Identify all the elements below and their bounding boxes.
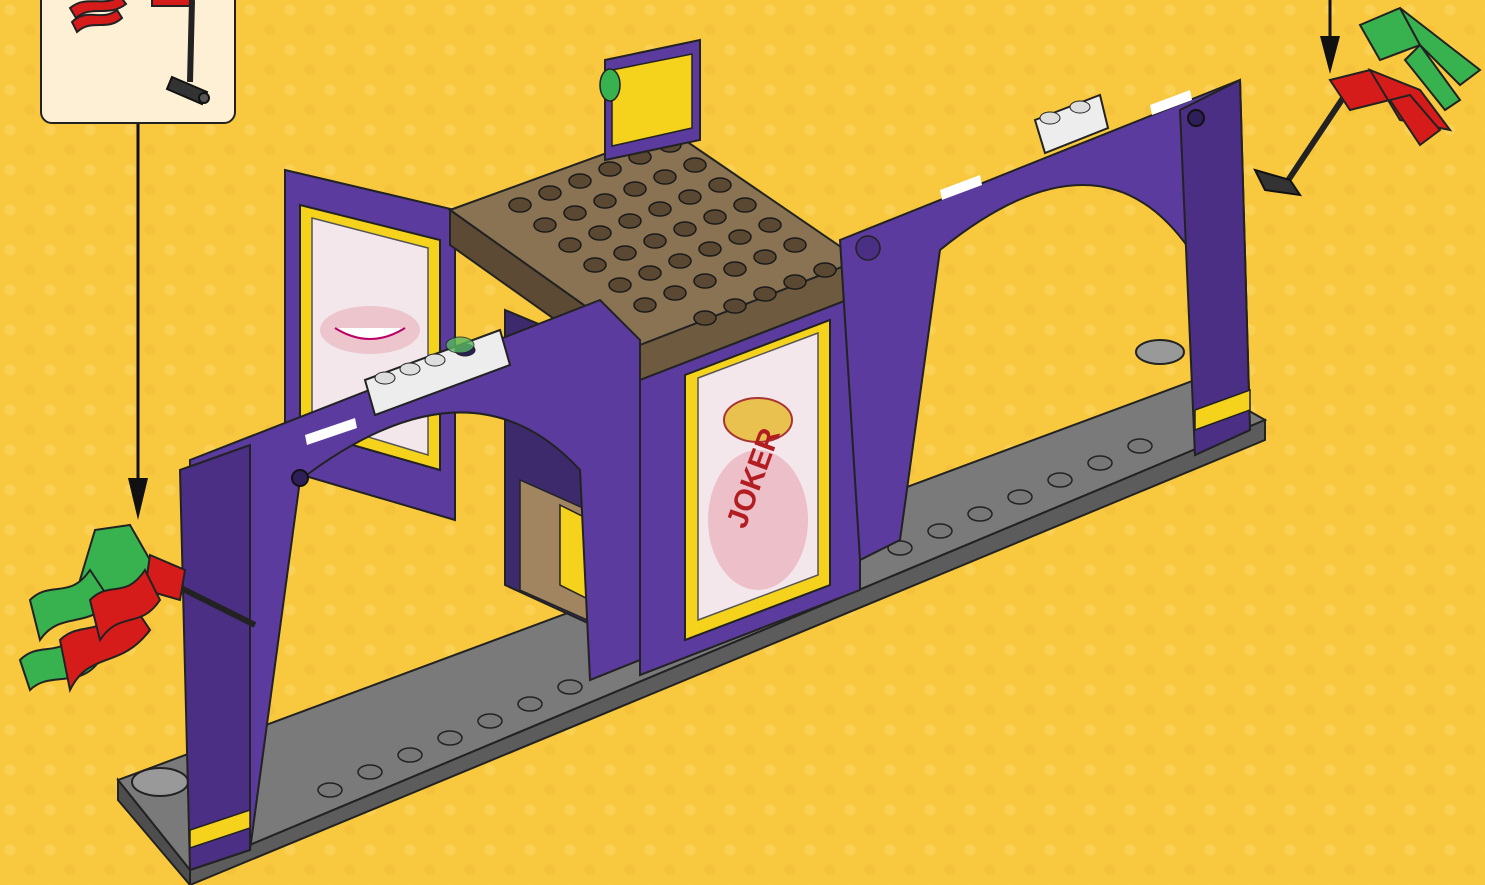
arrow-to-left-flag [128,124,148,520]
arrow-to-right-flag [1320,0,1340,74]
right-flag [1255,8,1480,195]
